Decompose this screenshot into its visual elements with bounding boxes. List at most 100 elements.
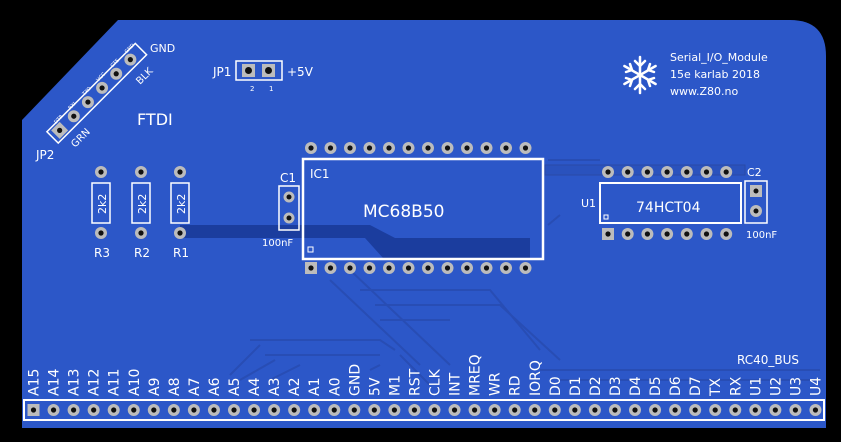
bus-pin-label: U4 xyxy=(808,377,824,396)
pcb-board xyxy=(22,20,826,428)
c2-capacitor xyxy=(744,180,768,224)
ic1-pad xyxy=(383,142,395,154)
bus-pad xyxy=(468,404,481,416)
u1-pad xyxy=(621,228,634,240)
bus-pin-label: 5V xyxy=(367,377,383,396)
ic1-pad xyxy=(363,142,376,154)
copper-traces xyxy=(180,159,820,386)
snowflake-icon xyxy=(623,55,657,95)
bus-pin-label: IORQ xyxy=(528,360,544,396)
bus-pad xyxy=(187,404,200,416)
ic1-pad xyxy=(519,262,532,274)
ic1-pad xyxy=(383,262,395,274)
bus-pad xyxy=(629,404,641,416)
bus-pin-label: INT xyxy=(448,372,464,396)
jp2-pad xyxy=(110,67,123,80)
ic1-pad xyxy=(402,262,415,274)
jp2-ref: JP2 xyxy=(35,148,54,162)
jp2-gnd-label: GND xyxy=(150,42,175,55)
bus-pin-label: A14 xyxy=(47,369,63,396)
bus-pad xyxy=(127,404,140,416)
bus-connector xyxy=(23,399,825,421)
board-url: www.Z80.no xyxy=(670,85,738,98)
ic1-pad xyxy=(344,142,356,154)
bus-pin-label: D5 xyxy=(648,376,664,396)
ic1-pad xyxy=(500,262,512,274)
u1-pad xyxy=(641,228,654,240)
bus-pad xyxy=(47,404,60,416)
bus-pin-label: RD xyxy=(508,375,524,396)
ic1-pad xyxy=(363,262,376,274)
c1-value: 100nF xyxy=(262,238,293,249)
jp2-pad xyxy=(96,81,109,94)
bus-pin-label: A1 xyxy=(307,378,323,396)
bus-pin-label: A5 xyxy=(227,378,243,396)
ic1-pad xyxy=(480,262,493,274)
bus-pad xyxy=(528,404,541,416)
c1-ref: C1 xyxy=(280,171,296,185)
resistor-value: 2k2 xyxy=(96,194,109,214)
resistor-pad xyxy=(135,227,147,239)
jp2-pin-label: CTS xyxy=(110,58,121,69)
ic1-pad xyxy=(461,262,473,274)
bus-pin-label: RST xyxy=(407,368,423,396)
bus-pin-label: A15 xyxy=(27,369,43,396)
jp2-pad xyxy=(124,53,137,66)
jp1-ref: JP1 xyxy=(212,65,231,79)
ic1-pad xyxy=(480,142,493,154)
bus-pin-label: A2 xyxy=(287,378,303,396)
bus-pad xyxy=(508,404,521,416)
bus-pin-label: A13 xyxy=(67,369,83,396)
bus-pad xyxy=(67,404,80,416)
bus-pad xyxy=(207,404,220,416)
bus-pin-label: D3 xyxy=(608,376,624,396)
u1-pad xyxy=(641,166,654,178)
bus-pad xyxy=(488,404,501,416)
bus-pad xyxy=(809,404,822,416)
resistor-value: 2k2 xyxy=(136,194,149,214)
bus-pad xyxy=(388,404,401,416)
bus-pin-label: A7 xyxy=(187,378,203,396)
bus-pin-label: A8 xyxy=(167,378,183,396)
resistor-ref: R2 xyxy=(134,246,150,260)
u1-pad xyxy=(680,166,693,178)
bus-pad xyxy=(669,404,682,416)
resistor-pad xyxy=(95,166,107,178)
jp2-pad xyxy=(51,121,69,139)
resistor-pad xyxy=(135,166,147,178)
jp1-header xyxy=(235,60,283,81)
jp2-pin-label: VCC xyxy=(95,71,107,83)
bus-pin-label: WR xyxy=(488,372,504,396)
bus-pad xyxy=(448,404,461,416)
ic1-pad xyxy=(305,142,317,154)
bus-pin-label: A10 xyxy=(127,369,143,396)
u1-pad xyxy=(680,228,693,240)
u1-pad xyxy=(602,166,614,178)
bus-pad xyxy=(588,404,601,416)
resistor-ref: R1 xyxy=(173,246,189,260)
bus-pin-label: U3 xyxy=(788,377,804,396)
bus-pad xyxy=(608,404,621,416)
bus-pad xyxy=(308,404,321,416)
c1-capacitor xyxy=(278,185,300,231)
bus-pad xyxy=(27,404,40,416)
bus-pad xyxy=(408,404,421,416)
bus-pin-label: D4 xyxy=(628,376,644,396)
jp1-pin2-label: 2 xyxy=(250,85,254,93)
jp2-label: FTDI xyxy=(137,110,173,129)
jp2-pad xyxy=(81,96,94,109)
ic1-pad xyxy=(422,142,434,154)
resistor-pad xyxy=(174,227,186,239)
bus-pin-label: A3 xyxy=(267,378,283,396)
bus-pin-label: TX xyxy=(708,377,724,397)
bus-pin-label: D6 xyxy=(668,376,684,396)
bus-pad xyxy=(348,404,361,416)
bus-pad xyxy=(769,404,782,416)
bus-pad xyxy=(87,404,100,416)
ic1-pad xyxy=(461,142,473,154)
